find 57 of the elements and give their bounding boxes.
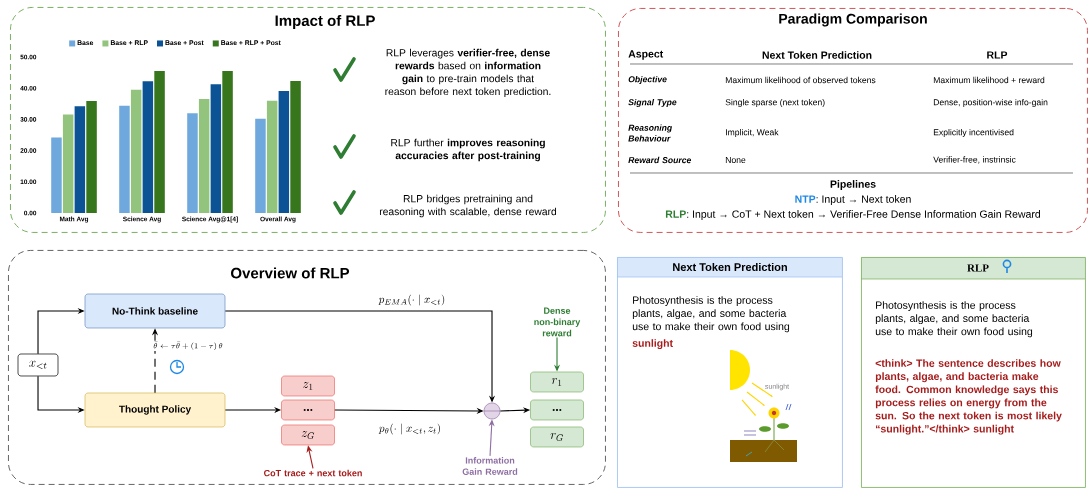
- highlighted-text: sunlight: [632, 339, 673, 349]
- bar: [74, 106, 86, 213]
- bar: [62, 114, 74, 213]
- bar: [187, 113, 198, 213]
- edge-label: $p_{\theta}(\cdot \mid x_{<t}, z_t)$: [378, 422, 443, 436]
- sum-circle: [483, 402, 501, 420]
- process-box: No-Think baseline: [84, 293, 226, 329]
- reward-box: ...: [530, 399, 584, 421]
- bar: [278, 91, 290, 213]
- row-heading: Signal Type: [628, 99, 677, 107]
- row-heading: Objective: [628, 76, 667, 84]
- row-heading: Reward Source: [628, 156, 692, 164]
- table-text: None: [725, 157, 746, 163]
- bar: [119, 105, 130, 213]
- bar: [142, 81, 154, 213]
- token-box: $z_G$: [281, 424, 335, 446]
- edge-label: $\bar{\theta} \leftarrow \tau\bar{\theta} + (1-\tau)\,\theta$: [152, 340, 224, 352]
- paragraph: Photosynthesis is the process plants, algae, and some bacteria use to make their own food using: [875, 301, 1033, 338]
- table-text: Implicit, Weak: [726, 129, 779, 137]
- bar: [290, 81, 301, 213]
- header-text: RLP: [987, 51, 1008, 59]
- bar: [255, 118, 266, 213]
- bar: [130, 89, 142, 213]
- bar: [210, 84, 222, 213]
- bar: [86, 100, 97, 213]
- pipeline-text: NTP: Input → Next token: [795, 195, 911, 205]
- token-box: ...: [281, 399, 335, 421]
- input-box: $x_{<t}$: [17, 353, 59, 377]
- token-box: $z_1$: [281, 375, 335, 397]
- bullet-text: RLP leverages verifier-free, dense rewards based on information gain to pre-train models that reason before next token prediction.: [385, 48, 551, 98]
- annotation-text: Dense non-binary reward: [534, 307, 581, 337]
- bar: [198, 99, 210, 213]
- table-text: Single sparse (next token): [725, 99, 825, 107]
- edge-label: $p_{EMA}(\cdot \mid x_{<t})$: [377, 293, 447, 307]
- bar: [222, 71, 233, 213]
- table-text: Maximum likelihood + reward: [933, 76, 1045, 84]
- bar: [51, 137, 62, 213]
- bullet-text: RLP further improves reasoning accuracies after post-training: [391, 138, 545, 162]
- header-text: Aspect: [628, 50, 664, 60]
- section-heading: Pipelines: [830, 180, 876, 190]
- table-text: Verifier-free, instrinsic: [933, 156, 1016, 164]
- table-text: Explicitly incentivised: [933, 129, 1014, 137]
- process-box: Thought Policy: [84, 392, 226, 428]
- bar: [154, 71, 165, 213]
- reward-box: $r_G$: [530, 426, 584, 448]
- annotation-text: CoT trace + next token: [264, 469, 362, 477]
- row-heading: Reasoning Behaviour: [628, 124, 672, 142]
- paragraph: Photosynthesis is the process plants, algae, and some bacteria use to make their own food using: [632, 296, 790, 333]
- table-text: Dense, position-wise info-gain: [933, 99, 1048, 107]
- bar: [266, 100, 278, 213]
- pipeline-text: RLP: Input → CoT + Next token → Verifier-Free Dense Information Gain Reward: [665, 210, 1041, 220]
- annotation-text: Information Gain Reward: [462, 457, 518, 475]
- reward-box: $r_1$: [530, 371, 584, 393]
- bullet-text: RLP bridges pretraining and reasoning with scalable, dense reward: [379, 194, 557, 218]
- header-text: Next Token Prediction: [762, 51, 872, 59]
- highlighted-text: <think> The sentence describes how plants, algae, and bacteria make food. Common knowledge says this process relies on energy from the sun. So the next token is most likely “sunlight.”</think> sunlight: [875, 359, 1062, 435]
- table-text: Maximum likelihood of observed tokens: [725, 76, 876, 84]
